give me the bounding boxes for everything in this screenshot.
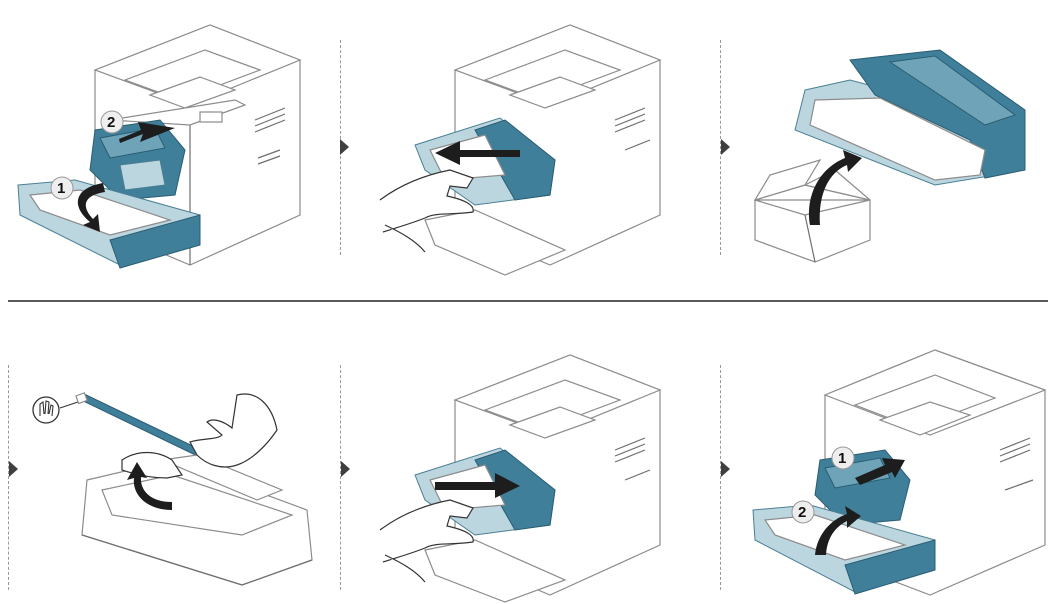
vertical-divider bbox=[720, 40, 721, 255]
printer-illustration: 2 1 bbox=[17, 24, 302, 269]
bottom-row: 1 2 bbox=[0, 310, 1053, 604]
vertical-divider bbox=[8, 365, 9, 590]
callout-2: 2 bbox=[798, 504, 806, 521]
step-arrow-icon bbox=[721, 139, 730, 155]
vertical-divider bbox=[340, 365, 341, 590]
cleaning-tool-icon bbox=[32, 396, 60, 424]
callout-2: 2 bbox=[107, 114, 115, 131]
callout-1: 1 bbox=[838, 450, 846, 467]
step-arrow-icon bbox=[340, 139, 349, 155]
step-arrow-icon bbox=[9, 461, 18, 477]
step-arrow-icon bbox=[341, 461, 350, 477]
top-row: 2 1 bbox=[0, 0, 1053, 300]
printer-illustration bbox=[379, 24, 662, 276]
printer-illustration bbox=[379, 354, 662, 603]
step-panel-top-1: 2 1 bbox=[0, 0, 330, 300]
callout-1: 1 bbox=[57, 180, 65, 197]
printer-illustration: 1 2 bbox=[752, 349, 1047, 596]
step-panel-bottom-3: 1 2 bbox=[735, 310, 1053, 604]
step-panel-top-2 bbox=[355, 0, 685, 300]
step-panel-bottom-1 bbox=[22, 310, 332, 604]
step-panel-top-3 bbox=[740, 0, 1053, 300]
step-arrow-icon bbox=[721, 461, 730, 477]
vertical-divider bbox=[720, 365, 721, 590]
row-separator bbox=[8, 300, 1048, 302]
drum-unit-illustration bbox=[32, 392, 313, 586]
step-panel-bottom-2 bbox=[355, 310, 705, 604]
drum-unit-illustration bbox=[753, 49, 1026, 263]
